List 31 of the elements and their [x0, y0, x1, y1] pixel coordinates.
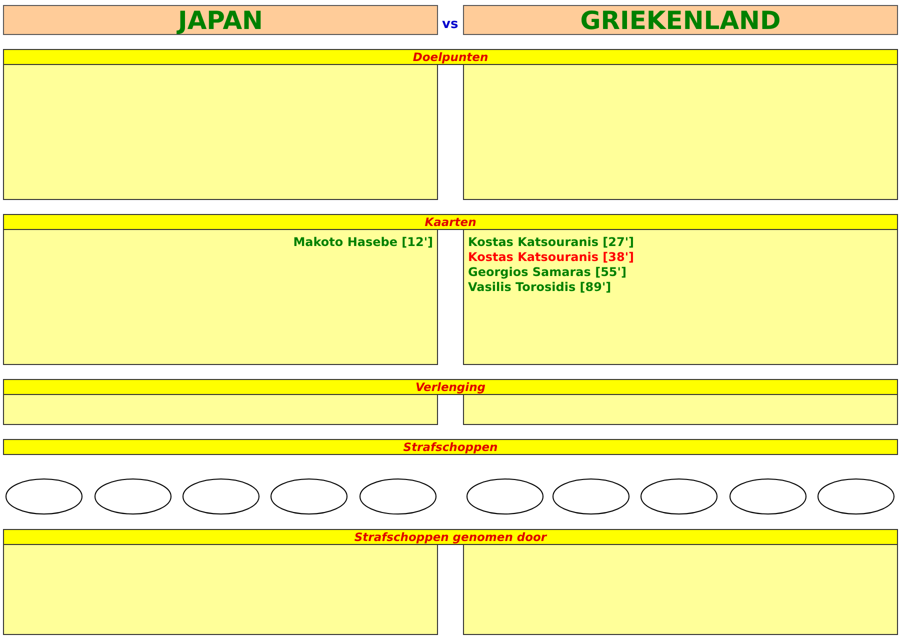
penalty-oval [729, 478, 807, 515]
score-panel [3, 394, 438, 425]
penalty-oval [5, 478, 83, 515]
penalty-oval [552, 478, 630, 515]
penalty-oval [640, 478, 718, 515]
score-panel [463, 229, 898, 365]
penalty-oval [182, 478, 260, 515]
card-entry: Makoto Hasebe [12'] [293, 235, 433, 250]
card-entry: Georgios Samaras [55'] [468, 265, 626, 280]
section-header-bar: Verlenging [3, 379, 898, 395]
section-header-bar: Doelpunten [3, 49, 898, 65]
score-panel [463, 64, 898, 200]
card-entry: Kostas Katsouranis [38'] [468, 250, 634, 265]
team-name-banner: JAPAN [3, 5, 438, 35]
score-panel [463, 394, 898, 425]
score-panel [3, 544, 438, 635]
penalty-oval [94, 478, 172, 515]
section-header-bar: Strafschoppen genomen door [3, 529, 898, 545]
score-panel [3, 64, 438, 200]
penalty-oval [359, 478, 437, 515]
section-header-bar: Strafschoppen [3, 439, 898, 455]
card-entry: Kostas Katsouranis [27'] [468, 235, 634, 250]
score-panel [3, 229, 438, 365]
section-header-bar: Kaarten [3, 214, 898, 230]
versus-label: vs [442, 17, 458, 32]
team-name-banner: GRIEKENLAND [463, 5, 898, 35]
penalty-oval [466, 478, 544, 515]
card-entry: Vasilis Torosidis [89'] [468, 280, 612, 295]
penalty-oval [270, 478, 348, 515]
score-panel [463, 544, 898, 635]
penalty-oval [817, 478, 895, 515]
